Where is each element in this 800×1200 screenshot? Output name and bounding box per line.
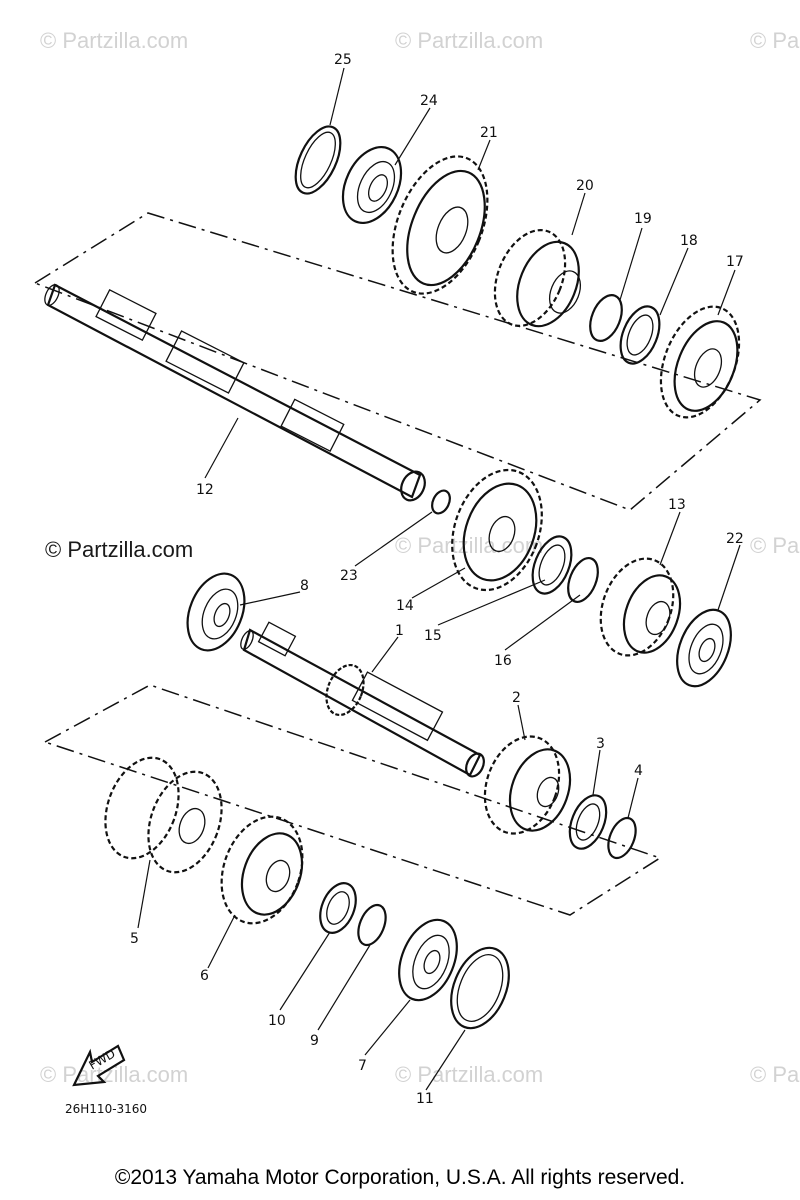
callout-18: 18 (680, 233, 698, 249)
part-11-circlip[interactable] (440, 939, 520, 1036)
watermark: © Partzilla.com (395, 1062, 543, 1087)
callout-10: 10 (268, 1013, 286, 1029)
watermark-dark: © Partzilla.com (45, 537, 193, 562)
upper-assembly-boundary (33, 212, 762, 511)
callout-25: 25 (334, 52, 352, 68)
watermark-group: © Partzilla.com © Partzilla.com © Partzi… (40, 28, 800, 1087)
callout-24: 24 (420, 93, 438, 109)
part-18-washer[interactable] (613, 301, 667, 369)
part-7-bearing[interactable] (388, 911, 468, 1008)
copyright-notice: ©2013 Yamaha Motor Corporation, U.S.A. A… (114, 1166, 686, 1189)
watermark: © Partzilla.com (750, 1062, 800, 1087)
callout-12: 12 (196, 482, 214, 498)
part-22-bearing[interactable] (667, 602, 741, 694)
part-14-gear[interactable] (436, 457, 557, 602)
part-19-circlip[interactable] (584, 291, 628, 346)
callout-7: 7 (358, 1058, 367, 1074)
part-6-gear[interactable] (207, 805, 316, 934)
part-20-gear[interactable] (482, 220, 591, 337)
callout-14: 14 (396, 598, 414, 614)
callout-5: 5 (130, 931, 139, 947)
watermark: © Partzilla.com (395, 533, 543, 558)
part-1-drive-axle[interactable] (238, 621, 487, 779)
callout-21: 21 (480, 125, 498, 141)
callout-2: 2 (512, 690, 521, 706)
callout-20: 20 (576, 178, 594, 194)
callout-22: 22 (726, 531, 744, 547)
callout-13: 13 (668, 497, 686, 513)
part-21-gear[interactable] (374, 143, 506, 308)
part-13-gear[interactable] (588, 548, 690, 665)
watermark: © Partzilla.com (395, 28, 543, 53)
part-3-washer[interactable] (563, 790, 614, 854)
callout-3: 3 (596, 736, 605, 752)
part-5-gear[interactable] (92, 748, 234, 883)
part-9-circlip[interactable] (353, 901, 391, 949)
part-15-washer[interactable] (525, 531, 579, 599)
callout-8: 8 (300, 578, 309, 594)
callout-17: 17 (726, 254, 744, 270)
watermark: © Partzilla.com (750, 533, 800, 558)
callout-leaders (137, 67, 741, 1091)
callout-19: 19 (634, 211, 652, 227)
part-8-bearing[interactable] (177, 565, 255, 659)
callout-4: 4 (634, 763, 643, 779)
part-16-circlip[interactable] (562, 554, 603, 606)
part-25-circlip[interactable] (286, 120, 349, 200)
callout-6: 6 (200, 968, 209, 984)
callout-labels: 25 24 21 20 19 18 17 12 23 14 15 16 13 2… (130, 52, 744, 1107)
callout-15: 15 (424, 628, 442, 644)
part-2-gear[interactable] (472, 726, 581, 844)
part-12-shaft[interactable] (42, 282, 429, 504)
watermark: © Partzilla.com (40, 28, 188, 53)
diagram-code: 26H110-3160 (65, 1102, 147, 1116)
part-4-circlip[interactable] (603, 814, 641, 862)
lower-assembly-boundary (43, 684, 662, 916)
part-24-bearing[interactable] (332, 138, 413, 232)
part-23-collar[interactable] (429, 488, 454, 517)
callout-23: 23 (340, 568, 358, 584)
watermark: © Partzilla.com (750, 28, 800, 53)
callout-11: 11 (416, 1091, 434, 1107)
callout-9: 9 (310, 1033, 319, 1049)
callout-1: 1 (395, 623, 404, 639)
part-17-gear[interactable] (646, 295, 754, 429)
callout-16: 16 (494, 653, 512, 669)
part-10-washer[interactable] (313, 878, 362, 938)
